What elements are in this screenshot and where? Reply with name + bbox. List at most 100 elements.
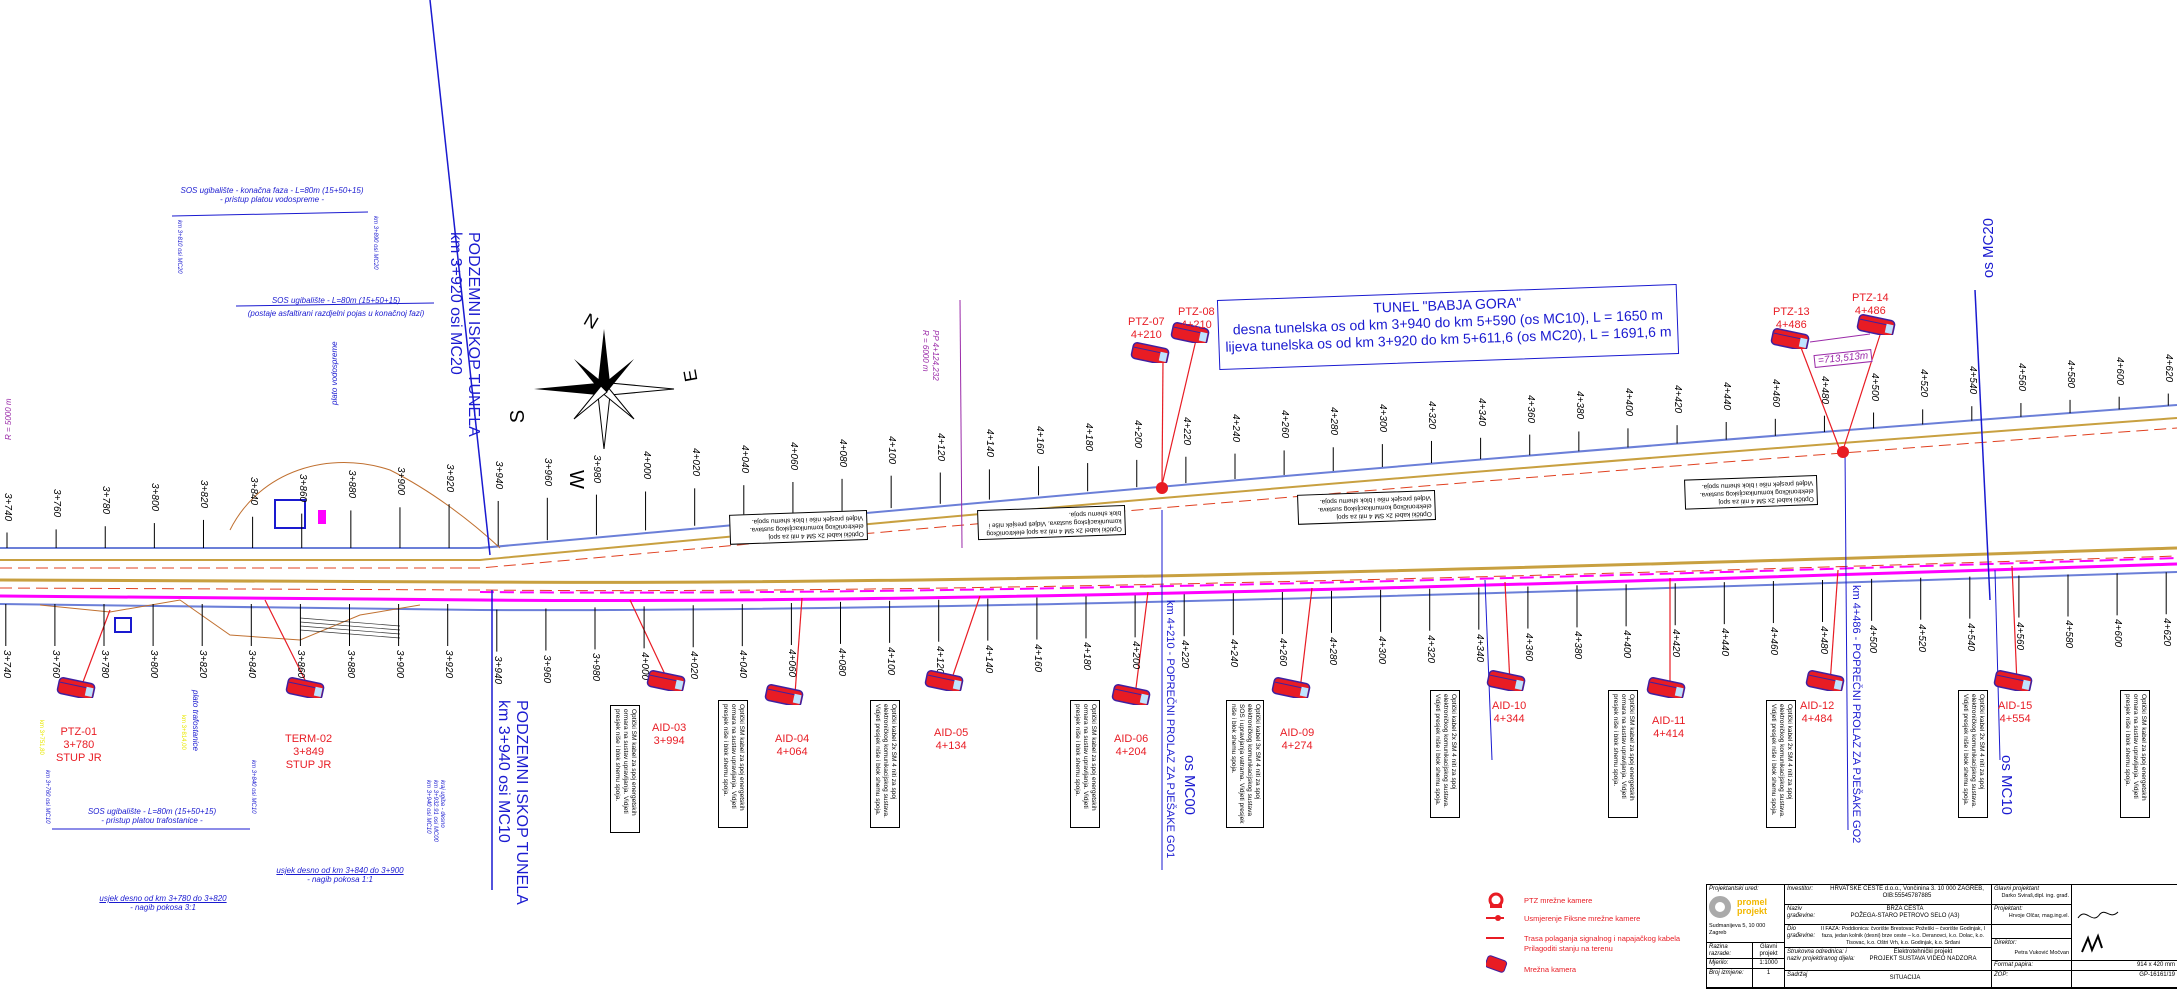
lower-chainage-label: 4+220 xyxy=(1179,640,1191,669)
camera-id: PTZ-08 xyxy=(1178,306,1215,318)
lower-chainage-label: 3+960 xyxy=(540,654,552,683)
iskop-mc10-title: PODZEMNI ISKOP TUNELA xyxy=(513,700,530,905)
upper-chainage-label: 4+440 xyxy=(1721,381,1733,411)
network-camera-icon[interactable] xyxy=(1805,669,1845,691)
lower-chainage-label: 3+900 xyxy=(393,650,405,679)
direktor-cell: Direktor: Petra Vuković Močvan xyxy=(1992,939,2072,961)
izmjena-label: Broj izmjene: xyxy=(1709,970,1744,976)
sos1-subtitle: - pristup platou vodospreme - xyxy=(219,195,325,204)
signature-cell xyxy=(2072,885,2177,961)
upper-chainage-label: 4+000 xyxy=(640,451,652,480)
lower-chainage-label: 4+560 xyxy=(2013,621,2025,650)
mjerilo-value: 1:1000 xyxy=(1753,959,1785,969)
legend-cable-route: Trasa polaganja signalnog i napajačkog k… xyxy=(1524,934,1680,954)
ugib-desno-label: kraj ugiba - desno km 3+932.91 osi MC00 … xyxy=(424,780,445,842)
upper-chainage-label: 4+320 xyxy=(1426,400,1438,430)
radius-6000-label: R = 6000 m xyxy=(921,330,930,372)
camera-chainage: 4+486 xyxy=(1854,305,1886,317)
lower-chainage-label: 4+280 xyxy=(1326,636,1338,666)
camera-chainage: 4+064 xyxy=(776,746,808,758)
network-camera-icon[interactable] xyxy=(1170,321,1210,343)
usjek2-title: usjek desno od km 3+780 do 3+820 xyxy=(99,894,227,903)
plateau-outline xyxy=(39,599,421,641)
os-mc00-line xyxy=(1484,579,1493,761)
network-camera-icon[interactable] xyxy=(646,669,686,691)
network-camera-icon[interactable] xyxy=(285,676,325,698)
cable-route xyxy=(0,562,2177,603)
network-camera-icon[interactable] xyxy=(1111,683,1151,705)
pp-value: PP 4+124,232 xyxy=(931,330,940,381)
camera-chainage: 4+344 xyxy=(1493,713,1525,725)
road-mc10-axis xyxy=(0,555,2177,592)
prolaz-go2-label: km 4+486 - POPREČNI PROLAZ ZA PJEŠAKE GO… xyxy=(1850,585,1862,844)
ptz-camera-legend-icon xyxy=(1488,892,1504,908)
access-road xyxy=(229,462,501,549)
gradevina-label: Naziv građevine: xyxy=(1787,906,1816,919)
yellow-km-1: km 3+751,80 xyxy=(38,720,44,755)
lower-chainage-label: 3+880 xyxy=(344,650,356,679)
cable-note: Optički kabel 2x SM 4 niti za spoj elekt… xyxy=(1766,700,1796,828)
office-address: Sudmanijeva 5, 10 000 Zagreb xyxy=(1709,923,1766,936)
upper-chainage-label: 3+940 xyxy=(493,460,505,490)
camera-id: AID-10 xyxy=(1492,700,1527,712)
upper-chainage-label: 3+980 xyxy=(591,454,603,483)
network-camera-icon[interactable] xyxy=(56,676,96,698)
network-camera-icon[interactable] xyxy=(1770,327,1810,349)
sos2-title: SOS ugibalište - L=80m (15+50+15) xyxy=(271,296,401,305)
lower-chainage-label: 4+580 xyxy=(2063,620,2074,649)
cable-note: Optički kabel 2x SM 4 niti za spoj elekt… xyxy=(1297,490,1436,525)
lower-chainage-label: 4+460 xyxy=(1768,627,1780,656)
network-camera-icon[interactable] xyxy=(1486,669,1526,691)
ugib-desno-km: km 3+932.91 osi MC00 xyxy=(432,780,438,842)
upper-chainage-label: 3+740 xyxy=(2,492,13,521)
gradevina-value-2: POŽEGA-STARO PETROVO SELO (A3) xyxy=(1850,913,1960,919)
upper-chainage-label: 4+240 xyxy=(1230,413,1241,442)
yellow-km-2: km 3+814,00 xyxy=(180,715,186,750)
sadrzaj-cell: Sadržaj SITUACIJA xyxy=(1785,971,1992,988)
legend-cable-route-label: Trasa polaganja signalnog i napajačkog k… xyxy=(1524,934,1681,943)
upper-chainage-label: 4+520 xyxy=(1917,369,1929,398)
network-camera-icon[interactable] xyxy=(1271,676,1311,698)
legend-fixed-direction: Usmjerenje Fiksne mrežne kamere xyxy=(1524,914,1641,923)
cable-note: Optički kabel 2x SM 4 niti za spoj elekt… xyxy=(1430,690,1460,818)
sos1-start: km 3+810 osi MC20 xyxy=(176,220,182,274)
usjek1-title: usjek desno od km 3+840 do 3+900 xyxy=(276,866,404,875)
pp-line xyxy=(959,299,963,549)
road-mc10-outer xyxy=(0,571,2177,612)
lower-chainage-label: 4+020 xyxy=(688,651,700,680)
cable-note: Optički kabel 2x SM 4 niti za spoj elekt… xyxy=(977,505,1126,541)
usjek2-label: usjek desno od km 3+780 do 3+820 - nagib… xyxy=(93,894,233,912)
network-camera-icon[interactable] xyxy=(1646,676,1686,698)
network-camera-icon[interactable] xyxy=(1856,313,1896,335)
sos2-subtitle: (postaje asfaltirani razdjelni pojas u k… xyxy=(247,309,425,318)
iskop-mc20-km: km 3+920 osi MC20 xyxy=(447,232,464,375)
vodosprema-marker xyxy=(318,510,326,524)
razina-value: Glavni projekt xyxy=(1753,943,1785,959)
network-camera-icon[interactable] xyxy=(1993,669,2033,691)
usjek1-slope: - nagib pokosa 1:1 xyxy=(307,875,373,884)
sos2-label: SOS ugibalište - L=80m (15+50+15) (posta… xyxy=(236,294,436,320)
network-camera-icon[interactable] xyxy=(924,669,964,691)
ptz-junction-go1 xyxy=(1156,482,1168,494)
network-camera-icon[interactable] xyxy=(1130,341,1170,363)
upper-chainage-label: 4+060 xyxy=(787,442,799,471)
upper-chainage-label: 3+920 xyxy=(444,464,456,493)
sos2-dim xyxy=(235,302,435,307)
upper-chainage-label: 4+620 xyxy=(2163,353,2175,382)
dio-cell: Dio građevine: II FAZA: Poddionica: čvor… xyxy=(1785,925,1992,948)
iskop-mc20-line xyxy=(429,0,491,556)
lower-chainage-label: 3+920 xyxy=(442,650,454,679)
camera-leaders xyxy=(79,334,2018,697)
upper-chainage-label: 4+420 xyxy=(1672,385,1684,414)
office-label: Projektantski ured: xyxy=(1709,886,1759,892)
network-camera-icon[interactable] xyxy=(764,683,804,705)
camera-chainage: 3+994 xyxy=(653,735,685,747)
camera-chainage: 4+210 xyxy=(1180,319,1212,331)
lower-chainage-label: 3+860 xyxy=(295,650,307,679)
